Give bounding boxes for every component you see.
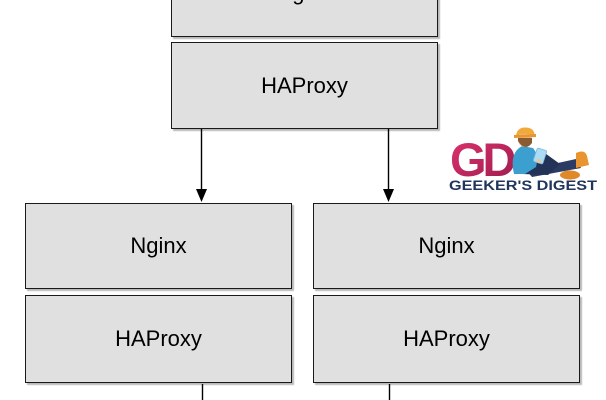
- logo-wordmark: GEEKER'S DIGEST: [449, 178, 598, 193]
- node-left-nginx: Nginx: [25, 203, 292, 289]
- node-left-haproxy: HAProxy: [25, 295, 292, 383]
- node-label: Nginx: [276, 0, 332, 6]
- node-label: HAProxy: [261, 72, 348, 98]
- arrow-to-left-nginx: [196, 129, 207, 202]
- logo-graphic: GD: [449, 127, 598, 193]
- node-label: HAProxy: [403, 326, 490, 351]
- node-right-nginx: Nginx: [313, 203, 580, 289]
- geekers-digest-logo: GD: [448, 126, 600, 196]
- logo-monogram: GD: [450, 133, 515, 186]
- node-top-nginx: Nginx: [171, 0, 438, 37]
- node-right-haproxy: HAProxy: [313, 295, 580, 383]
- arrow-to-right-nginx: [383, 129, 394, 202]
- node-label: Nginx: [130, 233, 187, 258]
- node-label: Nginx: [418, 233, 475, 258]
- node-label: HAProxy: [115, 326, 202, 351]
- reading-person-icon: [512, 127, 589, 180]
- node-top-haproxy: HAProxy: [171, 42, 438, 129]
